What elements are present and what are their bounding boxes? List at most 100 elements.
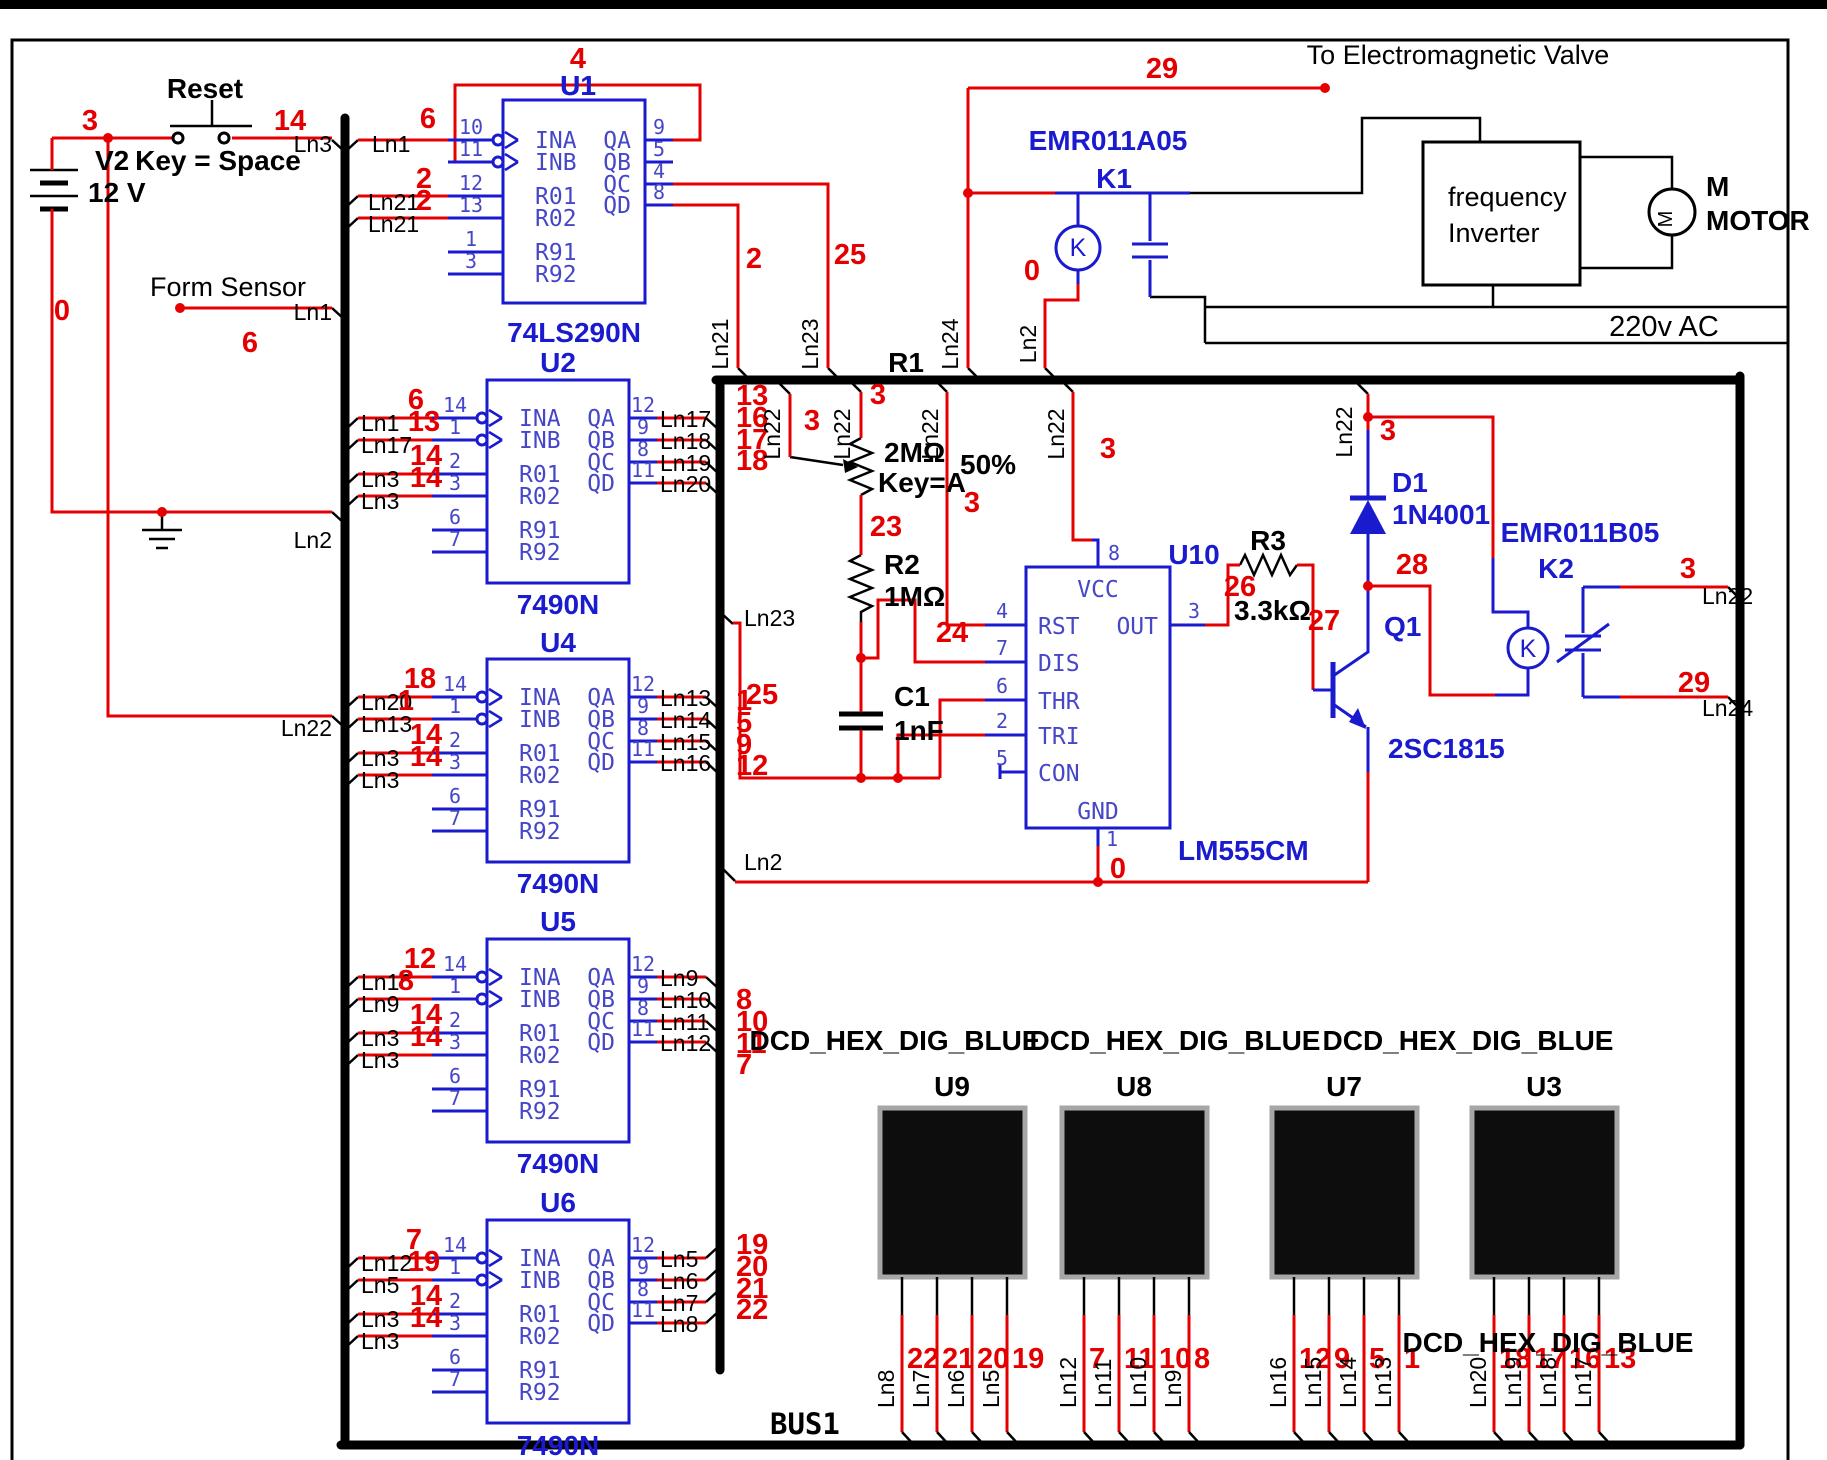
pin-name: INA (519, 685, 561, 711)
dcd-caption-3: DCD_HEX_DIG_BLUE (1323, 1025, 1614, 1056)
bus-tick (344, 752, 359, 766)
pin-name: R01 (519, 1021, 561, 1047)
timer-555-box[interactable] (1024, 565, 1172, 830)
pin-name: INA (519, 406, 561, 432)
ic-U1-body[interactable] (501, 98, 647, 305)
net-ln24-k2: Ln24 (1702, 695, 1753, 721)
c1-value: 1nF (894, 715, 944, 746)
pin-number: 2 (449, 1289, 461, 1313)
inverter-box[interactable] (1421, 140, 1582, 287)
pin-number: 12 (631, 1233, 655, 1257)
wire-number: 12 (1299, 1343, 1331, 1375)
display-U7-screen[interactable] (1269, 1105, 1420, 1280)
wire-number: 14 (410, 741, 442, 773)
net-label: Ln15 (660, 729, 711, 755)
bus-tick (1118, 1431, 1132, 1446)
pin-number: 2 (449, 449, 461, 473)
net-label: Ln16 (1265, 1357, 1291, 1408)
pin-number: 3 (449, 1030, 461, 1054)
pin-name: QA (603, 128, 631, 154)
k2-ref: K2 (1538, 553, 1574, 584)
motor-symbol[interactable] (1647, 187, 1697, 237)
r2-ref: R2 (884, 549, 920, 580)
wire-number: 18 (736, 445, 768, 477)
wire-28: 28 (1396, 549, 1428, 581)
bus-tick (705, 1020, 720, 1034)
wire-number: 13 (408, 406, 440, 438)
net-label: Ln15 (1300, 1357, 1326, 1408)
pin-name: R91 (519, 518, 561, 544)
bus-tick (705, 696, 720, 710)
pin-name: QA (587, 406, 615, 432)
net-label: Ln16 (361, 969, 412, 995)
r3-value: 3.3kΩ (1234, 595, 1311, 626)
pin-name: R02 (519, 1043, 561, 1069)
net-ln2-gnd: Ln2 (294, 527, 332, 553)
bus-tick (1328, 1431, 1342, 1446)
net-ln22-k2: Ln22 (1702, 583, 1753, 609)
net-label: Ln3 (361, 488, 399, 514)
net-label: Ln5 (978, 1370, 1004, 1408)
wire-number: 14 (410, 1280, 442, 1312)
ic-U5-ref: U5 (540, 906, 576, 937)
wire-6-u1: 6 (420, 103, 436, 135)
pin-number: 14 (443, 393, 467, 417)
ic-U6-ref: U6 (540, 1187, 576, 1218)
k1-ref: K1 (1096, 163, 1132, 194)
bus-tick (344, 1257, 359, 1271)
bus-tick (344, 718, 359, 732)
display-U9-screen[interactable] (877, 1105, 1028, 1280)
wire-number: 14 (410, 1021, 442, 1053)
reset-switch-terminal-left[interactable] (171, 131, 185, 145)
pin-name: QA (587, 965, 615, 991)
clock-tri (504, 130, 519, 142)
wire-number: 7 (1089, 1343, 1105, 1375)
bus-tick (705, 1041, 720, 1055)
net-label: Ln1 (361, 410, 399, 436)
pin-number: 1 (449, 694, 461, 718)
k2-coil[interactable] (1506, 626, 1550, 670)
net-label: Ln3 (361, 767, 399, 793)
display-U3-screen[interactable] (1469, 1105, 1620, 1280)
bus-tick (705, 482, 720, 496)
u1-ref: U1 (560, 70, 596, 101)
reset-switch-terminal-right[interactable] (217, 131, 231, 145)
pin-number: 5 (653, 137, 665, 161)
pin-name: R02 (535, 206, 577, 232)
motor-ref: M (1706, 171, 1729, 202)
wire-number: 21 (736, 1273, 768, 1305)
key-space-label: Key = Space (135, 145, 301, 176)
pin-number: 11 (459, 137, 483, 161)
net-ln21-b: Ln21 (368, 211, 419, 237)
bus-tick (1006, 1431, 1020, 1446)
clock-tri (488, 438, 503, 450)
wire-23: 23 (870, 511, 902, 543)
clock-tri (488, 408, 503, 420)
u8-ref: U8 (1116, 1071, 1152, 1102)
q1-ref: Q1 (1384, 611, 1421, 642)
wire-number: 11 (1124, 1343, 1155, 1375)
display-U8-screen[interactable] (1059, 1105, 1210, 1280)
pin-rst: RST (1038, 614, 1080, 640)
junction-dots (103, 83, 1373, 887)
pin-out: OUT (1116, 614, 1158, 640)
d1-diode-triangle[interactable] (1350, 500, 1386, 534)
clock-bubble (475, 1251, 489, 1265)
ic-U6-type: 7490N (517, 1430, 600, 1460)
net-label: Ln12 (1055, 1357, 1081, 1408)
wire-number: 14 (410, 1302, 442, 1334)
wire-number: 1 (398, 685, 414, 717)
pin-gnd: GND (1077, 799, 1119, 825)
net-label: Ln11 (660, 1009, 709, 1035)
k1-model: EMR011A05 (1029, 125, 1188, 156)
pin-number: 9 (637, 415, 649, 439)
pn-5: 5 (996, 746, 1008, 770)
pin-name: QD (587, 471, 615, 497)
k1-coil[interactable] (1054, 224, 1102, 272)
net-label: Ln12 (361, 1250, 412, 1276)
wire-number: 17 (736, 424, 768, 456)
pin-number: 11 (631, 737, 655, 761)
bus1-label: BUS1 (770, 1407, 840, 1441)
